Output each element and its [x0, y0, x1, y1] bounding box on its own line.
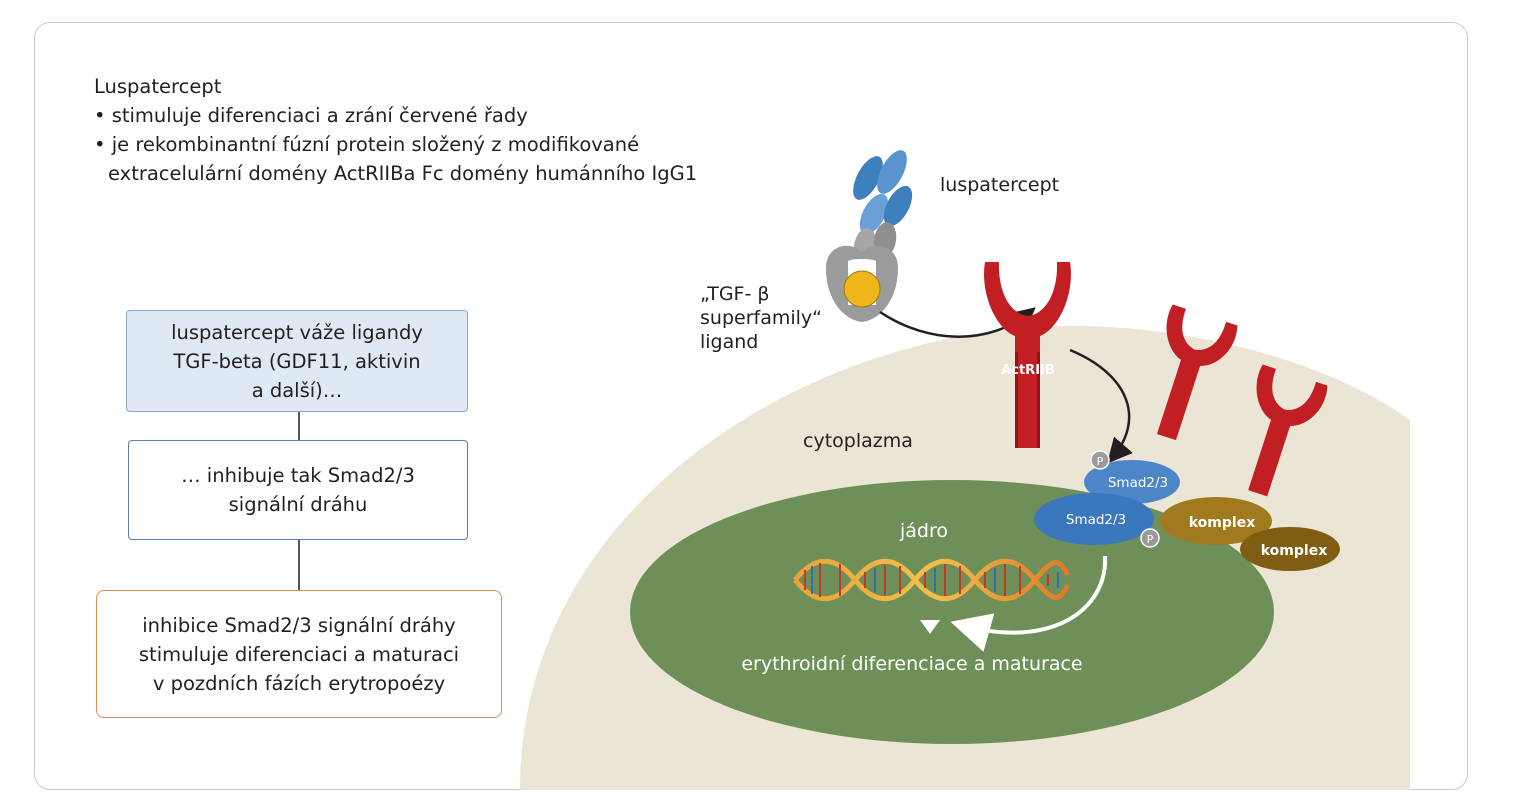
label-complex-1: komplex: [1189, 515, 1256, 531]
label-smad-top: Smad2/3: [1108, 475, 1168, 491]
label-ligand-line-3: ligand: [700, 331, 758, 353]
label-outcome: erythroidní diferenciace a maturace: [741, 653, 1082, 675]
flow-box-inhibition-line-2: signální dráhu: [228, 493, 368, 516]
label-smad-bottom: Smad2/3: [1066, 512, 1126, 528]
label-nucleus: jádro: [899, 520, 948, 542]
label-receptor: ActRIIB: [1001, 363, 1055, 378]
flow-box-binding-line-2: TGF-beta (GDF11, aktivin: [173, 349, 421, 373]
nuclear-translocation-arrow-icon: [950, 555, 1108, 652]
dna-helix-icon: [793, 558, 1071, 602]
flow-box-binding: luspatercept váže ligandy TGF-beta (GDF1…: [126, 310, 468, 412]
header-bullet-2-line-1: • je rekombinantní fúzní protein složený…: [94, 133, 640, 156]
label-phospho-1: P: [1097, 455, 1104, 468]
label-phospho-2: P: [1147, 533, 1154, 546]
downstream-triangle-icon: [920, 620, 940, 634]
header-text: Luspatercept • stimuluje diferenciaci a …: [94, 72, 697, 188]
activation-arrow-icon: [1069, 348, 1133, 464]
tgf-beta-ligand-icon: [843, 270, 881, 308]
luspatercept-molecule-icon: [826, 150, 913, 322]
label-ligand-line-1: „TGF- β: [700, 283, 770, 305]
label-ligand-line-2: superfamily“: [700, 307, 822, 329]
flow-box-outcome-line-1: inhibice Smad2/3 signální dráhy: [142, 613, 456, 637]
flow-box-outcome-line-2: stimuluje diferenciaci a maturaci: [138, 642, 460, 666]
nucleus: [630, 480, 1274, 744]
receptor-icon-2: [1156, 304, 1238, 441]
flow-box-binding-line-3: a další)…: [251, 378, 343, 402]
flow-box-binding-line-1: luspatercept váže ligandy: [171, 320, 423, 344]
flow-box-outcome: inhibice Smad2/3 signální dráhy stimuluj…: [96, 590, 502, 718]
smad-top-shape: [1084, 460, 1180, 504]
header-bullet-2-line-2: extracelulární domény ActRIIBa Fc domény…: [108, 162, 698, 185]
label-luspatercept: luspatercept: [940, 174, 1059, 196]
complex-shape-2: [1240, 527, 1340, 571]
flow-box-outcome-line-3: v pozdních fázích erytropoézy: [152, 671, 446, 695]
smad-bottom-shape: [1034, 493, 1154, 545]
actriib-receptor-icon: [984, 262, 1071, 448]
flow-connector-2: [298, 540, 300, 590]
complex-shape-1: [1160, 497, 1272, 545]
label-cytoplasm: cytoplazma: [803, 430, 913, 452]
header-bullet-1: • stimuluje diferenciaci a zrání červené…: [94, 104, 528, 127]
flow-box-inhibition: … inhibuje tak Smad2/3 signální dráhu: [128, 440, 468, 540]
receptor-icon-3: [1248, 364, 1328, 497]
header-title: Luspatercept: [94, 75, 222, 98]
flow-box-inhibition-line-1: … inhibuje tak Smad2/3: [181, 464, 415, 487]
flow-connector-1: [298, 412, 300, 440]
phospho-icon-1: [1090, 450, 1110, 470]
label-complex-2: komplex: [1261, 543, 1328, 559]
phospho-icon-2: [1140, 528, 1160, 548]
